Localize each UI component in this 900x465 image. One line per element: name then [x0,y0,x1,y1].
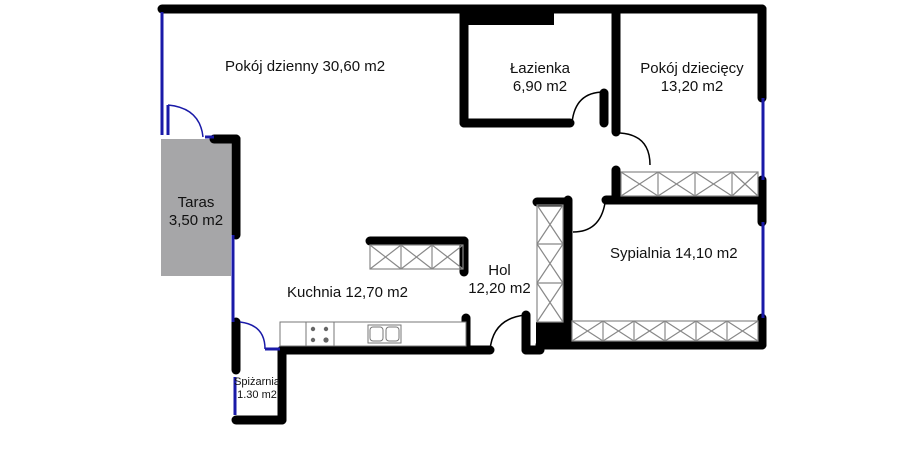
terrace-area [161,139,231,276]
kitchen-counter [279,321,467,347]
room-label-kitchen: Kuchnia 12,70 m2 [287,284,408,301]
room-label-living: Pokój dzienny 30,60 m2 [225,58,386,75]
windows [160,12,765,415]
room-label-bedroom: Sypialnia 14,10 m2 [610,245,738,262]
wardrobes [369,171,759,342]
stove-burners [310,326,329,343]
doors [166,91,651,351]
